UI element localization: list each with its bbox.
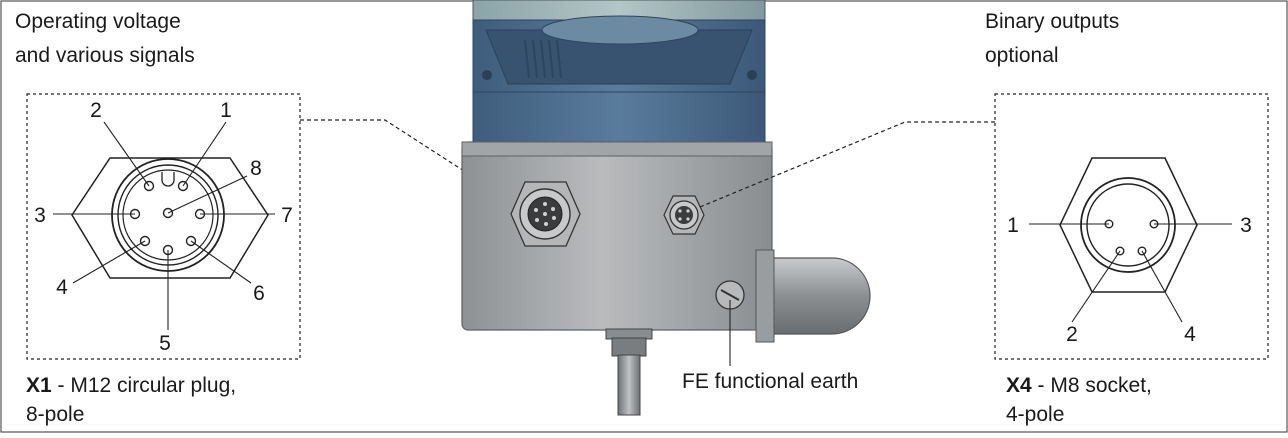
- x1-caption-rest: - M12 circular plug,: [52, 374, 236, 397]
- left-heading-line2: and various signals: [15, 44, 195, 67]
- x1-caption-id: X1: [26, 374, 52, 397]
- x4-dashed-box: [994, 93, 1269, 360]
- x1-caption: X1 - M12 circular plug,: [26, 374, 236, 397]
- right-heading-line1: Binary outputs: [985, 10, 1119, 33]
- x4-connector-drawing: [1029, 157, 1232, 323]
- fe-label: FE functional earth: [682, 370, 858, 393]
- x4-caption-rest: - M8 socket,: [1032, 374, 1152, 397]
- x4-caption: X4 - M8 socket,: [1006, 374, 1152, 397]
- x4-pin-3: 3: [1240, 214, 1252, 237]
- x1-pin-2: 2: [90, 99, 102, 122]
- x1-pin-6: 6: [253, 282, 265, 305]
- x1-pin-5: 5: [159, 332, 171, 355]
- x1-connector-drawing: [53, 121, 275, 330]
- x1-caption-line2: 8-pole: [26, 403, 84, 426]
- device-drawing: [461, 0, 871, 416]
- x4-pin-4: 4: [1184, 323, 1196, 346]
- right-heading-line2: optional: [985, 44, 1059, 67]
- x1-pin-1: 1: [220, 99, 232, 122]
- left-heading-line1: Operating voltage: [15, 10, 181, 33]
- x4-leader: [699, 121, 995, 208]
- x1-pin-7: 7: [281, 204, 293, 227]
- x1-pin-8: 8: [250, 157, 262, 180]
- x4-pin-2: 2: [1066, 323, 1078, 346]
- x1-pin-3: 3: [34, 204, 46, 227]
- x4-caption-id: X4: [1006, 374, 1032, 397]
- x4-pin-1: 1: [1007, 214, 1019, 237]
- x1-dashed-box: [26, 93, 301, 360]
- x1-pin-4: 4: [56, 276, 68, 299]
- x4-caption-line2: 4-pole: [1006, 403, 1064, 426]
